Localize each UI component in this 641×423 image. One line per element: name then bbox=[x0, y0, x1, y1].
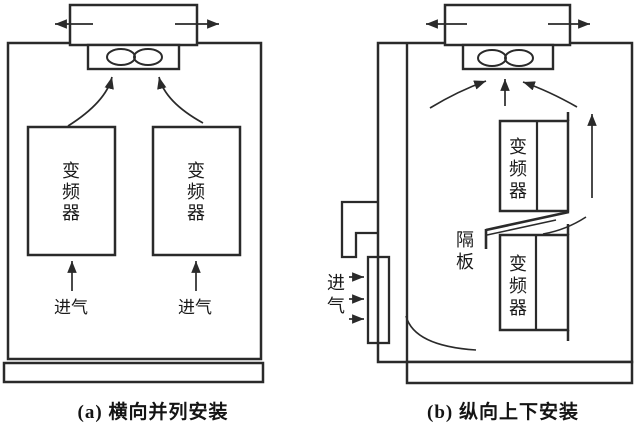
intake-label-b: 进气 bbox=[327, 273, 345, 316]
partition-label: 隔板 bbox=[456, 230, 474, 272]
cabinet-a-base bbox=[2, 361, 265, 384]
converter-box-bottom bbox=[498, 233, 570, 332]
caption-panel-a: (a) 横向并列安装 bbox=[77, 402, 229, 423]
cabinet-b-base bbox=[405, 360, 634, 385]
intake-vent bbox=[366, 255, 391, 345]
caption-panel-b: (b) 纵向上下安装 bbox=[427, 402, 579, 423]
airflow-curve-partition-icon bbox=[542, 216, 587, 235]
fan-box-b bbox=[461, 43, 555, 71]
converter-label-b-bottom: 变频器 bbox=[509, 254, 527, 318]
panel-a bbox=[2, 3, 265, 384]
intake-hood bbox=[340, 200, 378, 259]
converter-box-left bbox=[26, 125, 117, 257]
fan-icon bbox=[106, 48, 163, 66]
airflow-curve-left-icon bbox=[429, 80, 487, 109]
converter-label-a-left: 变频器 bbox=[62, 161, 80, 223]
airflow-curve-right-icon bbox=[522, 81, 578, 108]
intake-label-a-left: 进气 bbox=[54, 298, 88, 317]
converter-label-a-right: 变频器 bbox=[187, 161, 205, 223]
converter-label-b-top: 变频器 bbox=[509, 137, 527, 201]
exhaust-housing-a bbox=[68, 3, 199, 47]
intake-arrows-icon bbox=[349, 272, 364, 324]
converter-box-right bbox=[151, 125, 242, 257]
panel-b bbox=[340, 3, 634, 385]
airflow-curve-left-icon bbox=[67, 76, 114, 127]
exhaust-housing-b bbox=[443, 3, 572, 47]
intake-label-a-right: 进气 bbox=[178, 298, 212, 317]
converter-box-top bbox=[498, 119, 570, 213]
fan-icon bbox=[477, 49, 534, 67]
airflow-curve-bottom-icon bbox=[405, 315, 477, 351]
partition-plate bbox=[484, 210, 570, 249]
airflow-curve-right-icon bbox=[157, 76, 204, 124]
